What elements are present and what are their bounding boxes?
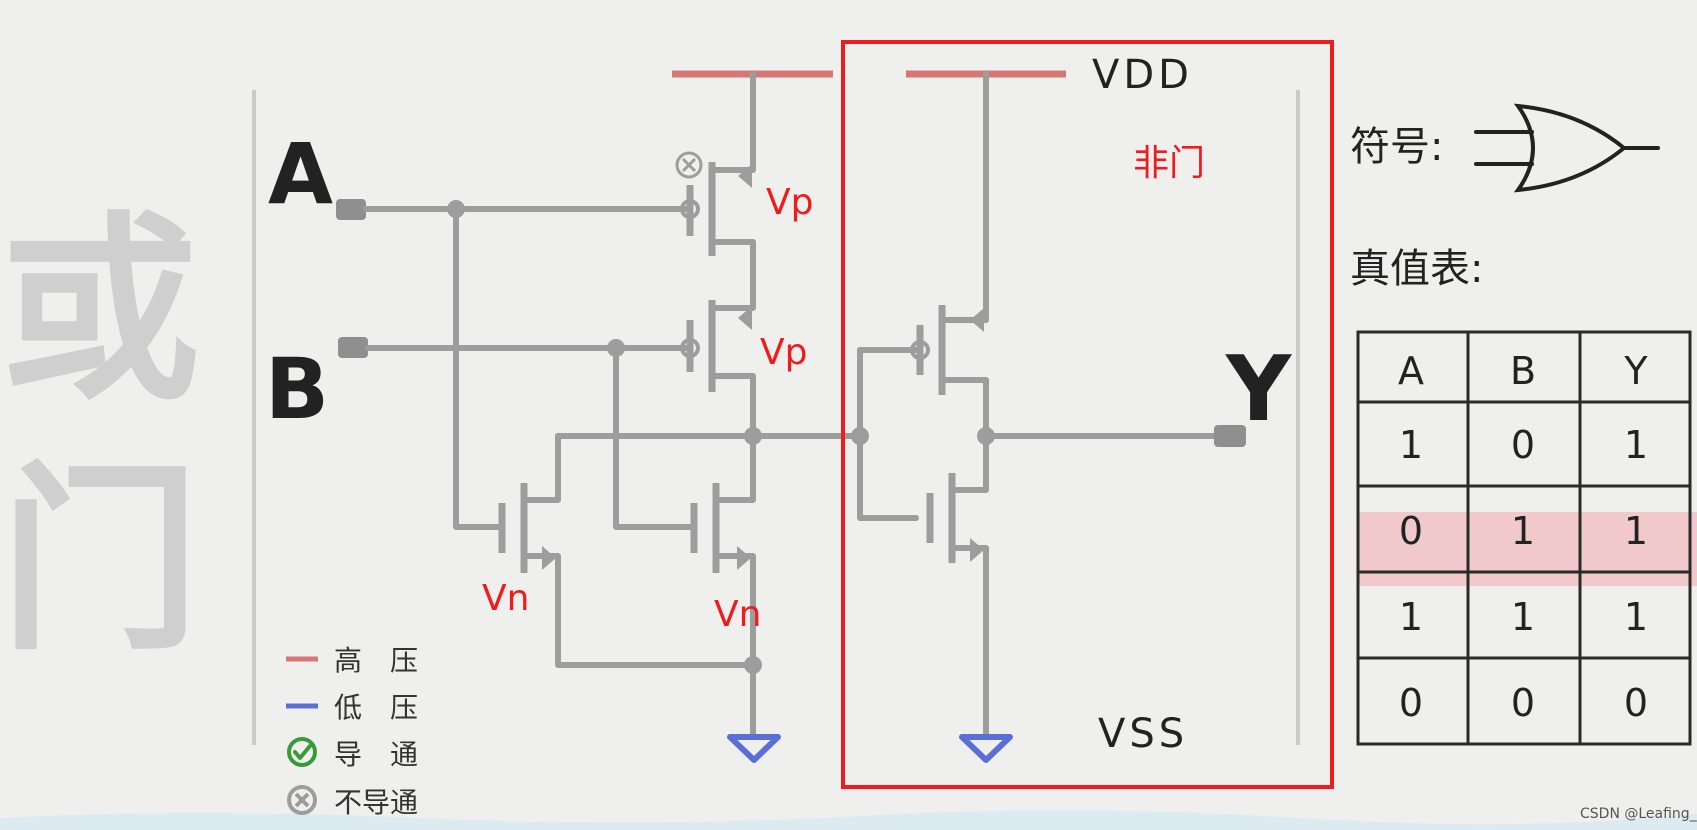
cross-icon [675,151,703,179]
truth-table-cell: 0 [1511,423,1535,467]
truth-table-header: Y [1623,349,1648,393]
legend: 高 压 低 压 导 通 不导通 [286,644,418,819]
symbol-label: 符号: [1350,124,1443,170]
input-a-terminal [336,199,366,220]
output-y-label: Y [1225,337,1293,442]
vp-mid-label: Vp [760,332,807,373]
watermark: CSDN @Leafing_ [1580,806,1697,822]
truth-table: A B Y 1 0 1 0 1 1 1 1 1 0 0 0 [1356,330,1697,746]
truth-table-cell: 1 [1624,595,1648,639]
truth-table-header: A [1398,349,1424,393]
ground-symbol-not [959,734,1013,763]
legend-high-label: 高 压 [334,644,418,677]
input-b-label: B [265,340,329,438]
output-y-terminal [1214,425,1246,447]
or-gate-symbol [1474,103,1660,193]
nor-stage [336,71,863,763]
truth-table-cell: 1 [1511,509,1535,553]
vn-right-label: Vn [714,594,761,635]
legend-off-label: 不导通 [334,786,418,819]
truth-table-header: B [1510,349,1536,393]
not-stage [841,40,1334,789]
truth-table-cell: 1 [1399,423,1423,467]
input-a-label: A [268,125,333,223]
not-gate-highlight-box [841,40,1334,789]
vp-top-label: Vp [766,182,813,223]
not-gate-label: 非门 [1133,143,1205,184]
truth-table-cell: 1 [1624,423,1648,467]
legend-low-label: 低 压 [334,691,418,724]
vdd-label: VDD [1092,52,1193,98]
legend-on-label: 导 通 [334,738,418,771]
truth-table-cell: 0 [1399,681,1423,725]
ghost-title-char-2: 门 [0,445,200,678]
truth-table-label: 真值表: [1350,246,1483,292]
input-b-terminal [338,337,368,358]
truth-table-highlight [1358,512,1697,586]
vn-left-label: Vn [482,578,529,619]
truth-table-cell: 1 [1511,595,1535,639]
check-icon [287,737,317,767]
truth-table-cell: 0 [1624,681,1648,725]
ground-symbol-nor [727,734,781,763]
bottom-wave-decoration [0,810,1697,830]
truth-table-cell: 0 [1399,509,1423,553]
truth-table-cell: 0 [1511,681,1535,725]
truth-table-cell: 1 [1624,509,1648,553]
ghost-title-char-1: 或 [0,195,200,428]
cross-icon [287,785,317,815]
truth-table-cell: 1 [1399,595,1423,639]
vss-label: VSS [1098,711,1188,757]
